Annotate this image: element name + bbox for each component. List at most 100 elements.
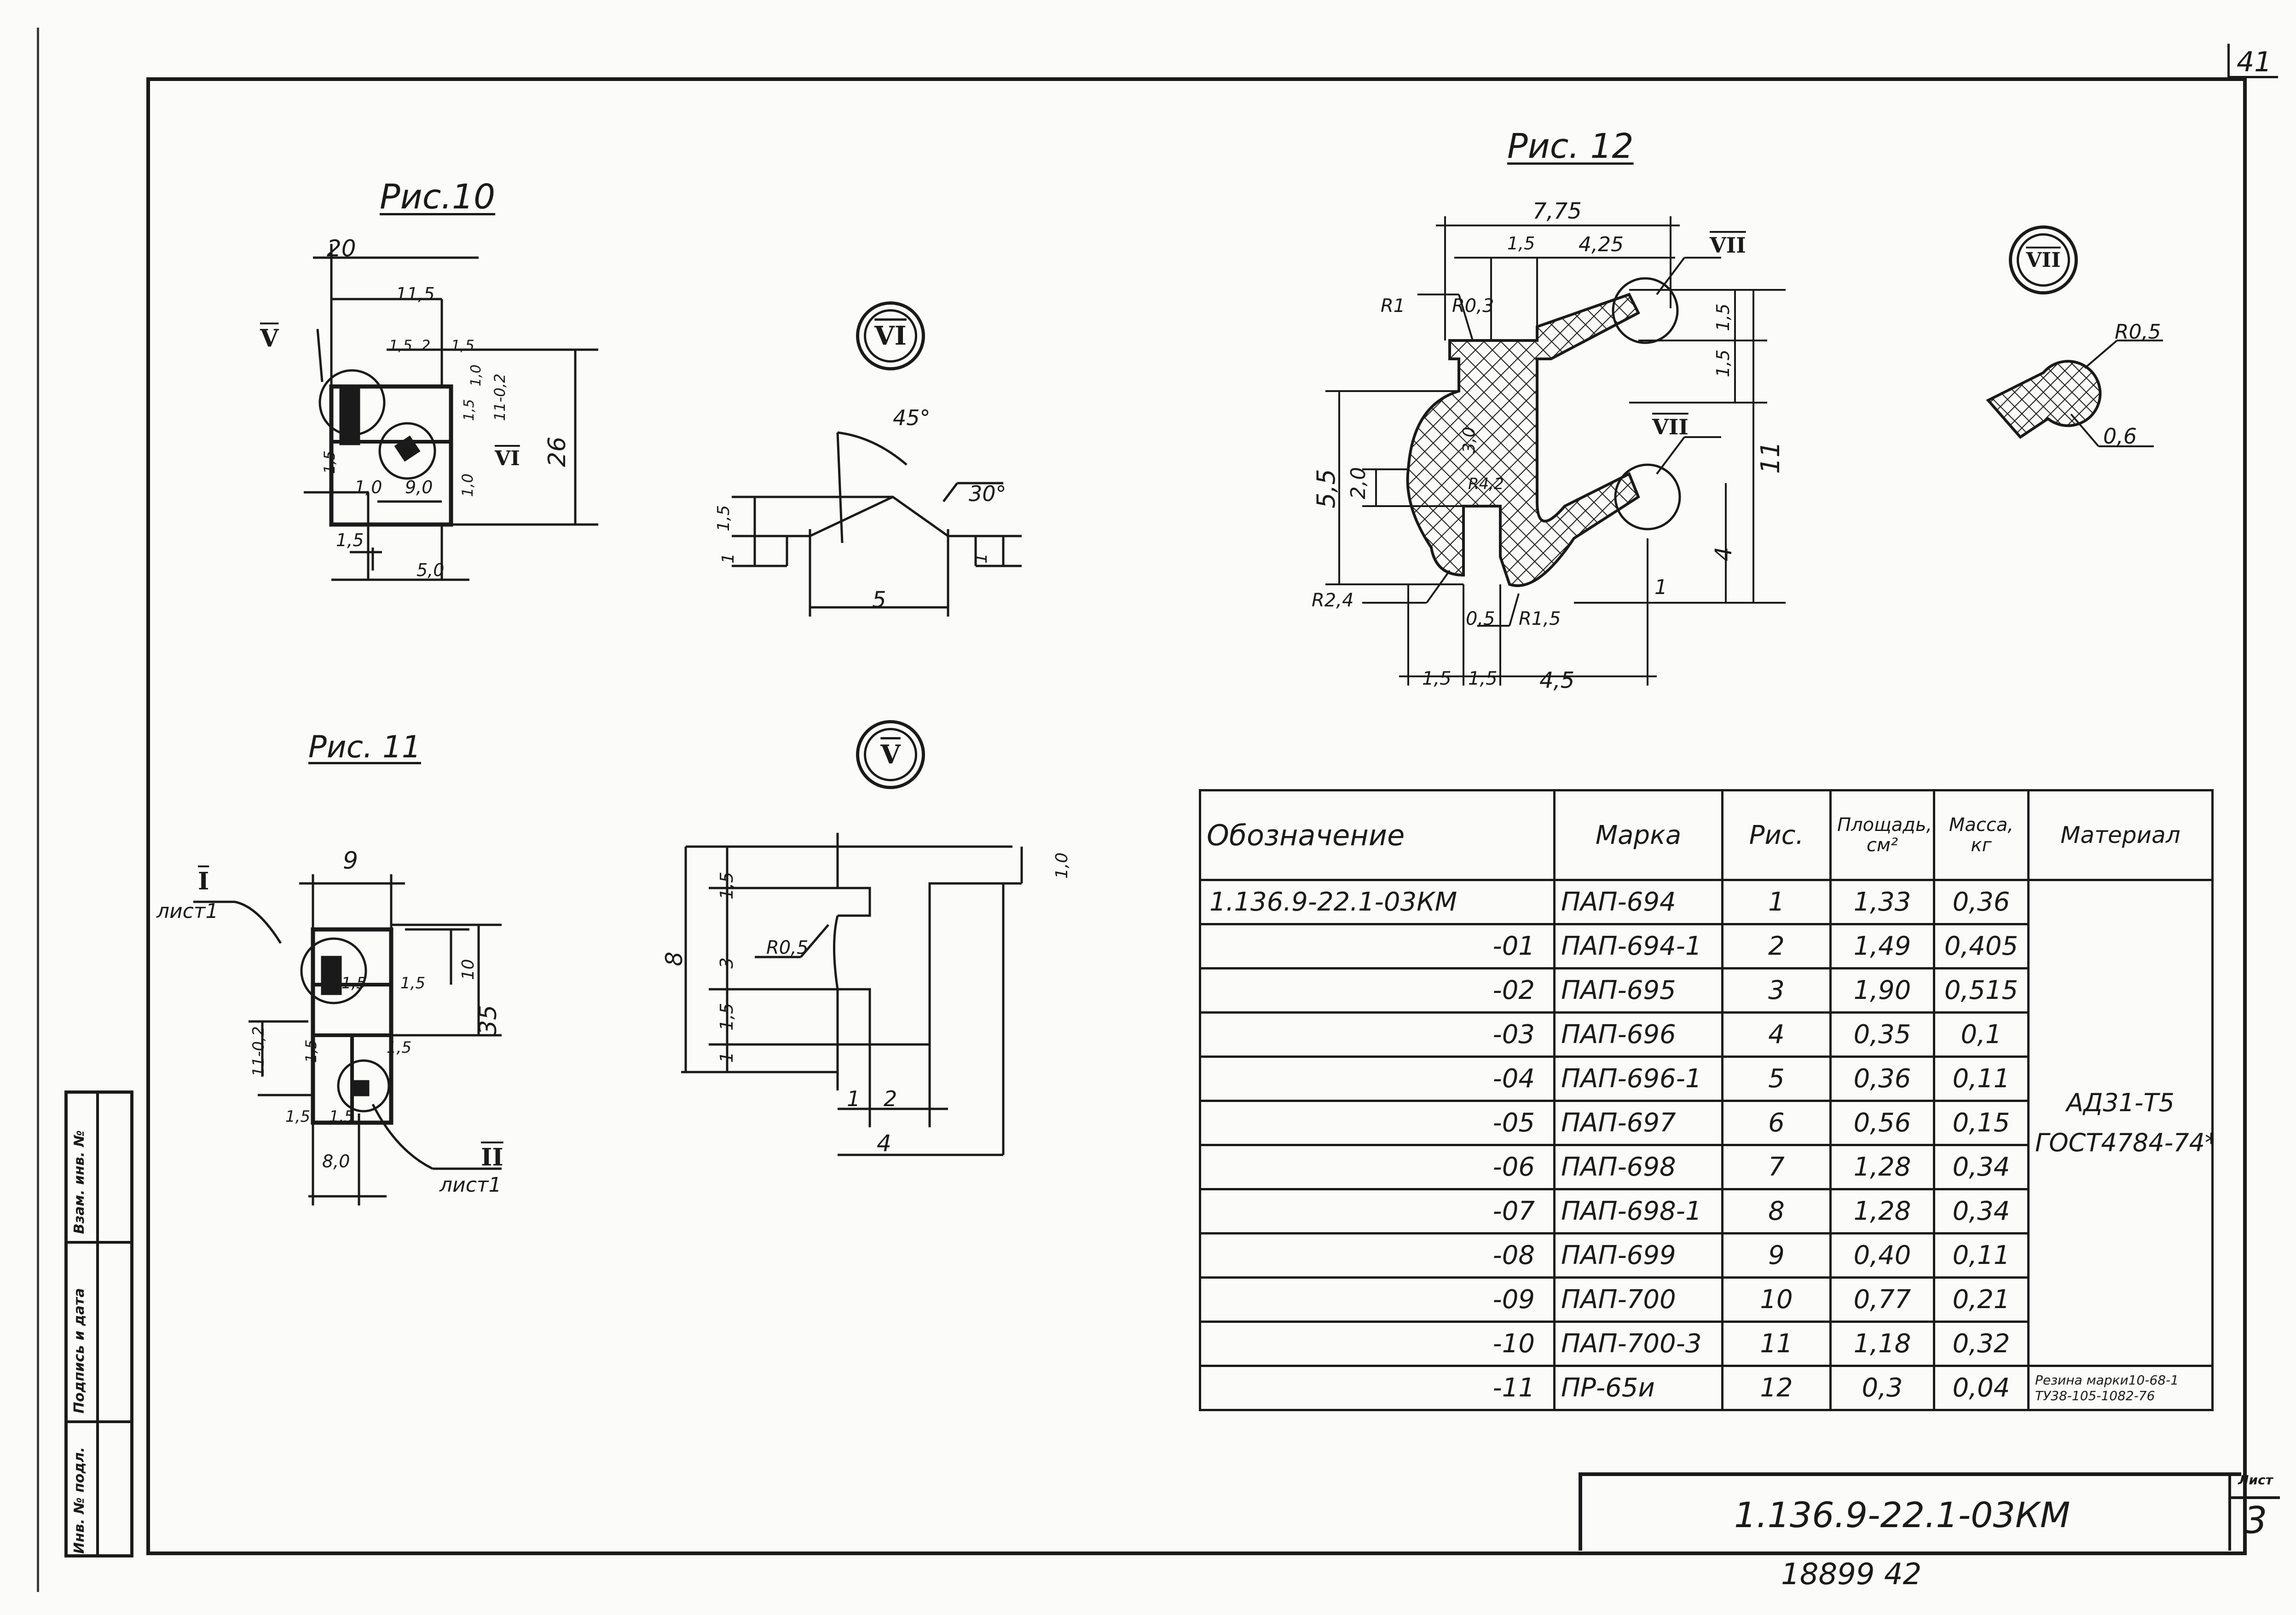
side-label-replace-inv: Взам. инв. № xyxy=(71,1130,87,1234)
detail-v-dim-1-5a: 1,5 xyxy=(717,871,737,900)
fig12-dim-1-5-b1: 1,5 xyxy=(1422,668,1452,689)
detail-vi-drawing xyxy=(732,431,1022,617)
header-designation: Обозначение xyxy=(1199,789,1556,881)
detail-v-dim-1-5b: 1,5 xyxy=(717,1003,737,1031)
fig12-r4-2: R4,2 xyxy=(1468,475,1504,493)
detail-v-dim-1b: 1 xyxy=(847,1086,861,1111)
figure-12-caption: Рис. 12 xyxy=(1507,127,1634,166)
detail-v-marker: V xyxy=(856,720,925,789)
sheet-label: Лист xyxy=(2231,1472,2280,1499)
fig12-r1-5: R1,5 xyxy=(1519,608,1561,629)
detail-vi-angle-30: 30° xyxy=(969,481,1006,506)
fig10-dim-11-5: 11,5 xyxy=(396,284,435,304)
fig10-dim-1-5b: 1,5 xyxy=(451,337,474,354)
detail-v-dim-1-0: 1,0 xyxy=(1053,852,1071,879)
fig10-dim-1-5bot: 1,5 xyxy=(336,530,364,550)
detail-v-radius: R0,5 xyxy=(766,937,809,958)
fig11-dim-10: 10 xyxy=(459,959,478,980)
header-mass: Масса, кг xyxy=(1933,789,2030,881)
fig10-dim-1-0c: 1,0 xyxy=(459,473,476,497)
header-area: Площадь, см² xyxy=(1829,789,1935,881)
fig10-dim-1-5a: 1,5 xyxy=(389,337,412,354)
detail-v-drawing xyxy=(681,833,1023,1156)
fig12-dim-7-75: 7,75 xyxy=(1533,198,1582,224)
fig12-dim-3-0: 3,0 xyxy=(1460,427,1479,453)
figure-10-caption: Рис.10 xyxy=(380,177,496,217)
fig11-dim-1-5c: 1,5 xyxy=(302,1039,320,1063)
sheet-number: 3 xyxy=(2244,1499,2267,1542)
fig12-dim-4: 4 xyxy=(1710,547,1737,561)
detail-vi-dim-5: 5 xyxy=(872,587,886,613)
fig10-dim-1-5l: 1,5 xyxy=(321,450,338,474)
corner-box xyxy=(2227,44,2278,78)
fig10-dim-5-0: 5,0 xyxy=(416,560,445,580)
fig10-dim-1-5r: 1,5 xyxy=(461,399,477,421)
detail-vii-dim-0-6: 0,6 xyxy=(2103,424,2137,449)
specification-table: Обозначение Марка Рис. Площадь, см² Масс… xyxy=(1199,789,2214,1411)
fig12-dim-0-5: 0,5 xyxy=(1466,608,1495,629)
figure-11-drawing xyxy=(193,874,502,1205)
fig12-dim-5-5: 5,5 xyxy=(1312,469,1341,508)
fig10-dim-26: 26 xyxy=(544,436,571,467)
fig10-dim-1-0b: 1,0 xyxy=(354,477,382,497)
fig12-dim-4-5: 4,5 xyxy=(1539,668,1575,693)
fig11-dim-11-5: 11,5 xyxy=(331,974,366,992)
side-label-signature-date: Подпись и дата xyxy=(71,1288,87,1413)
detail-vii-r0-5: R0,5 xyxy=(2115,320,2161,344)
fig11-dim-9: 9 xyxy=(343,847,359,875)
header-figure: Рис. xyxy=(1721,789,1832,881)
detail-vi-dim-1-5: 1,5 xyxy=(714,505,733,531)
header-mark: Марка xyxy=(1553,789,1723,881)
fig10-dim-2: 2 xyxy=(421,337,431,354)
side-stamp: Инв. № подл. Подпись и дата Взам. инв. № xyxy=(64,1090,133,1557)
fig12-dim-11: 11 xyxy=(1756,441,1786,474)
detail-vi-angle-45: 45° xyxy=(893,405,931,430)
fig10-dim-1-0r: 1,0 xyxy=(468,364,484,386)
fig11-callout-i-sheet: лист1 xyxy=(156,900,219,923)
fig12-dim-1-5-top: 1,5 xyxy=(1507,233,1535,254)
detail-v-dim-8: 8 xyxy=(661,952,688,966)
title-stamp: 1.136.9-22.1-03КМ xyxy=(1579,1472,2241,1551)
stamp-designation: 1.136.9-22.1-03КМ xyxy=(1734,1494,2070,1535)
fig11-dim-1-5b: 1,5 xyxy=(387,1038,412,1057)
detail-vii-marker: VII xyxy=(2009,225,2078,294)
figure-12-drawing xyxy=(1325,216,1786,686)
drawing-frame xyxy=(146,77,2247,1555)
fig10-callout-v: V xyxy=(260,324,279,352)
corner-sheet-number: 41 xyxy=(2237,46,2272,78)
fig11-dim-1-5a: 1,5 xyxy=(400,974,426,992)
detail-vii-drawing xyxy=(1986,340,2163,447)
fig10-callout-vi: VI xyxy=(495,447,520,470)
footer-number: 18899 42 xyxy=(1781,1557,1922,1592)
fig12-dim-1: 1 xyxy=(1654,576,1667,599)
fig10-dim-20: 20 xyxy=(327,235,356,262)
fig12-callout-vii-top: VII xyxy=(1710,233,1746,258)
side-label-inv-orig: Инв. № подл. xyxy=(71,1447,87,1554)
table-header-row: Обозначение Марка Рис. Площадь, см² Масс… xyxy=(1199,789,2214,881)
fig12-dim-1-5-b2: 1,5 xyxy=(1468,668,1498,689)
fig12-r2-4: R2,4 xyxy=(1312,590,1354,611)
detail-vi-marker: VI xyxy=(856,301,925,370)
fig11-dim-1-5d: 1,5 xyxy=(285,1107,311,1126)
detail-v-dim-1: 1 xyxy=(717,1051,737,1063)
detail-v-dim-3: 3 xyxy=(717,957,737,969)
figure-11-caption: Рис. 11 xyxy=(308,729,421,765)
sheet-number-box: Лист 3 xyxy=(2228,1472,2280,1551)
fig11-dim-1-5e: 1,5 xyxy=(329,1107,354,1126)
fig12-r0-3: R0,3 xyxy=(1452,295,1494,317)
fig12-callout-vii-mid: VII xyxy=(1652,415,1689,439)
figure-10-drawing xyxy=(304,244,598,581)
